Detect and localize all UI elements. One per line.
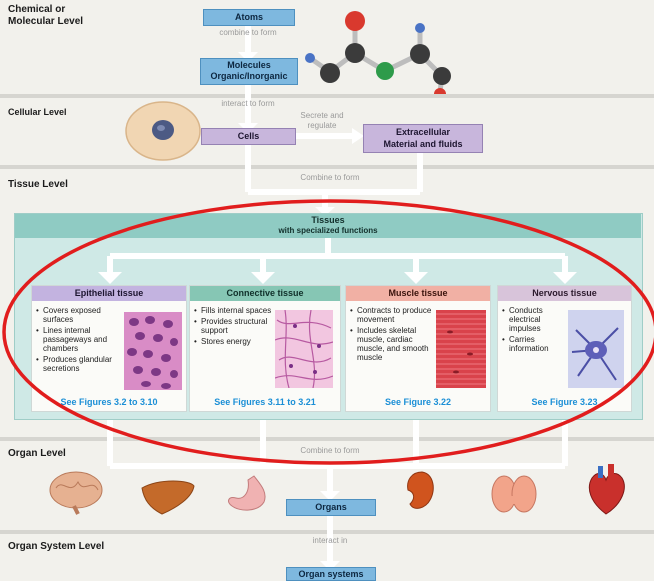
tissue-card-epithelial: Epithelial tissue Covers exposed surface… xyxy=(31,285,187,412)
tissue-bullets: Fills internal spaces Provides structura… xyxy=(194,306,272,348)
tissues-header: Tissues with specialized functions xyxy=(15,214,641,238)
connective-micrograph xyxy=(275,310,333,388)
organ-systems-box: Organ systems xyxy=(286,567,376,581)
bullet: Lines internal passageways and chambers xyxy=(36,326,118,353)
heart-icon xyxy=(588,464,625,515)
bullet: Produces glandular secretions xyxy=(36,355,118,373)
tissue-card-connective: Connective tissue Fills internal spaces … xyxy=(189,285,341,412)
tissue-bullets: Covers exposed surfaces Lines internal p… xyxy=(36,306,118,375)
level-label-tissue: Tissue Level xyxy=(8,179,68,190)
figure-reference-link[interactable]: See Figures 3.11 to 3.21 xyxy=(214,397,316,407)
thyroid-icon xyxy=(491,475,537,513)
figure-reference-link[interactable]: See Figure 3.23 xyxy=(531,397,598,407)
level-label-chemical: Chemical or Molecular Level xyxy=(8,4,84,27)
highlight-ring xyxy=(2,199,654,465)
level-label-organ-system: Organ System Level xyxy=(8,541,105,552)
kidney-icon xyxy=(407,471,434,509)
interact-to-form-label: interact to form xyxy=(221,99,275,108)
level-separator xyxy=(0,165,654,169)
tissue-card-muscle: Muscle tissue Contracts to produce movem… xyxy=(345,285,491,412)
molecule-icon xyxy=(305,11,451,94)
tissue-card-nervous: Nervous tissue Conducts electrical impul… xyxy=(497,285,632,412)
epithelial-micrograph xyxy=(124,312,182,390)
figure-reference-link[interactable]: See Figures 3.2 to 3.10 xyxy=(60,397,158,407)
tissue-bullets: Contracts to produce movement Includes s… xyxy=(350,306,432,364)
molecules-box: Molecules Organic/Inorganic xyxy=(200,58,298,85)
level-label-organ: Organ Level xyxy=(8,448,66,459)
stomach-icon xyxy=(228,475,266,511)
bullet: Conducts electrical impulses xyxy=(502,306,568,333)
bullet: Provides structural support xyxy=(194,317,272,335)
organs-box: Organs xyxy=(286,499,376,516)
brain-icon xyxy=(49,471,103,515)
level-separator xyxy=(0,437,654,441)
muscle-micrograph xyxy=(436,310,486,388)
combine-to-form-label: combine to form xyxy=(219,28,277,37)
tissues-subtitle: with specialized functions xyxy=(278,226,378,235)
atoms-box: Atoms xyxy=(203,9,295,26)
tissue-title: Connective tissue xyxy=(190,286,340,301)
interact-in-label: interact in xyxy=(312,536,348,545)
bullet: Covers exposed surfaces xyxy=(36,306,118,324)
bullet: Includes skeletal muscle, cardiac muscle… xyxy=(350,326,432,362)
bullet: Carries information xyxy=(502,335,568,353)
cell-icon xyxy=(125,101,201,161)
cells-box: Cells xyxy=(201,128,296,145)
tissue-combine-to-form-label: Combine to form xyxy=(300,173,360,182)
organ-combine-to-form-label: Combine to form xyxy=(300,446,360,455)
figure-reference-link[interactable]: See Figure 3.22 xyxy=(384,397,452,407)
bullet: Stores energy xyxy=(194,337,272,346)
tissue-bullets: Conducts electrical impulses Carries inf… xyxy=(502,306,568,355)
bullet: Contracts to produce movement xyxy=(350,306,432,324)
tissue-title: Nervous tissue xyxy=(498,286,631,301)
tissue-title: Epithelial tissue xyxy=(32,286,186,301)
nervous-micrograph xyxy=(568,310,624,388)
secrete-and-regulate-label: Secrete and regulate xyxy=(300,111,344,130)
tissue-title: Muscle tissue xyxy=(346,286,490,301)
level-separator xyxy=(0,94,654,98)
level-label-cellular: Cellular Level xyxy=(8,107,67,117)
tissues-title: Tissues xyxy=(311,215,345,225)
bullet: Fills internal spaces xyxy=(194,306,272,315)
liver-icon xyxy=(141,480,195,515)
extracellular-box: Extracellular Material and fluids xyxy=(363,124,483,153)
